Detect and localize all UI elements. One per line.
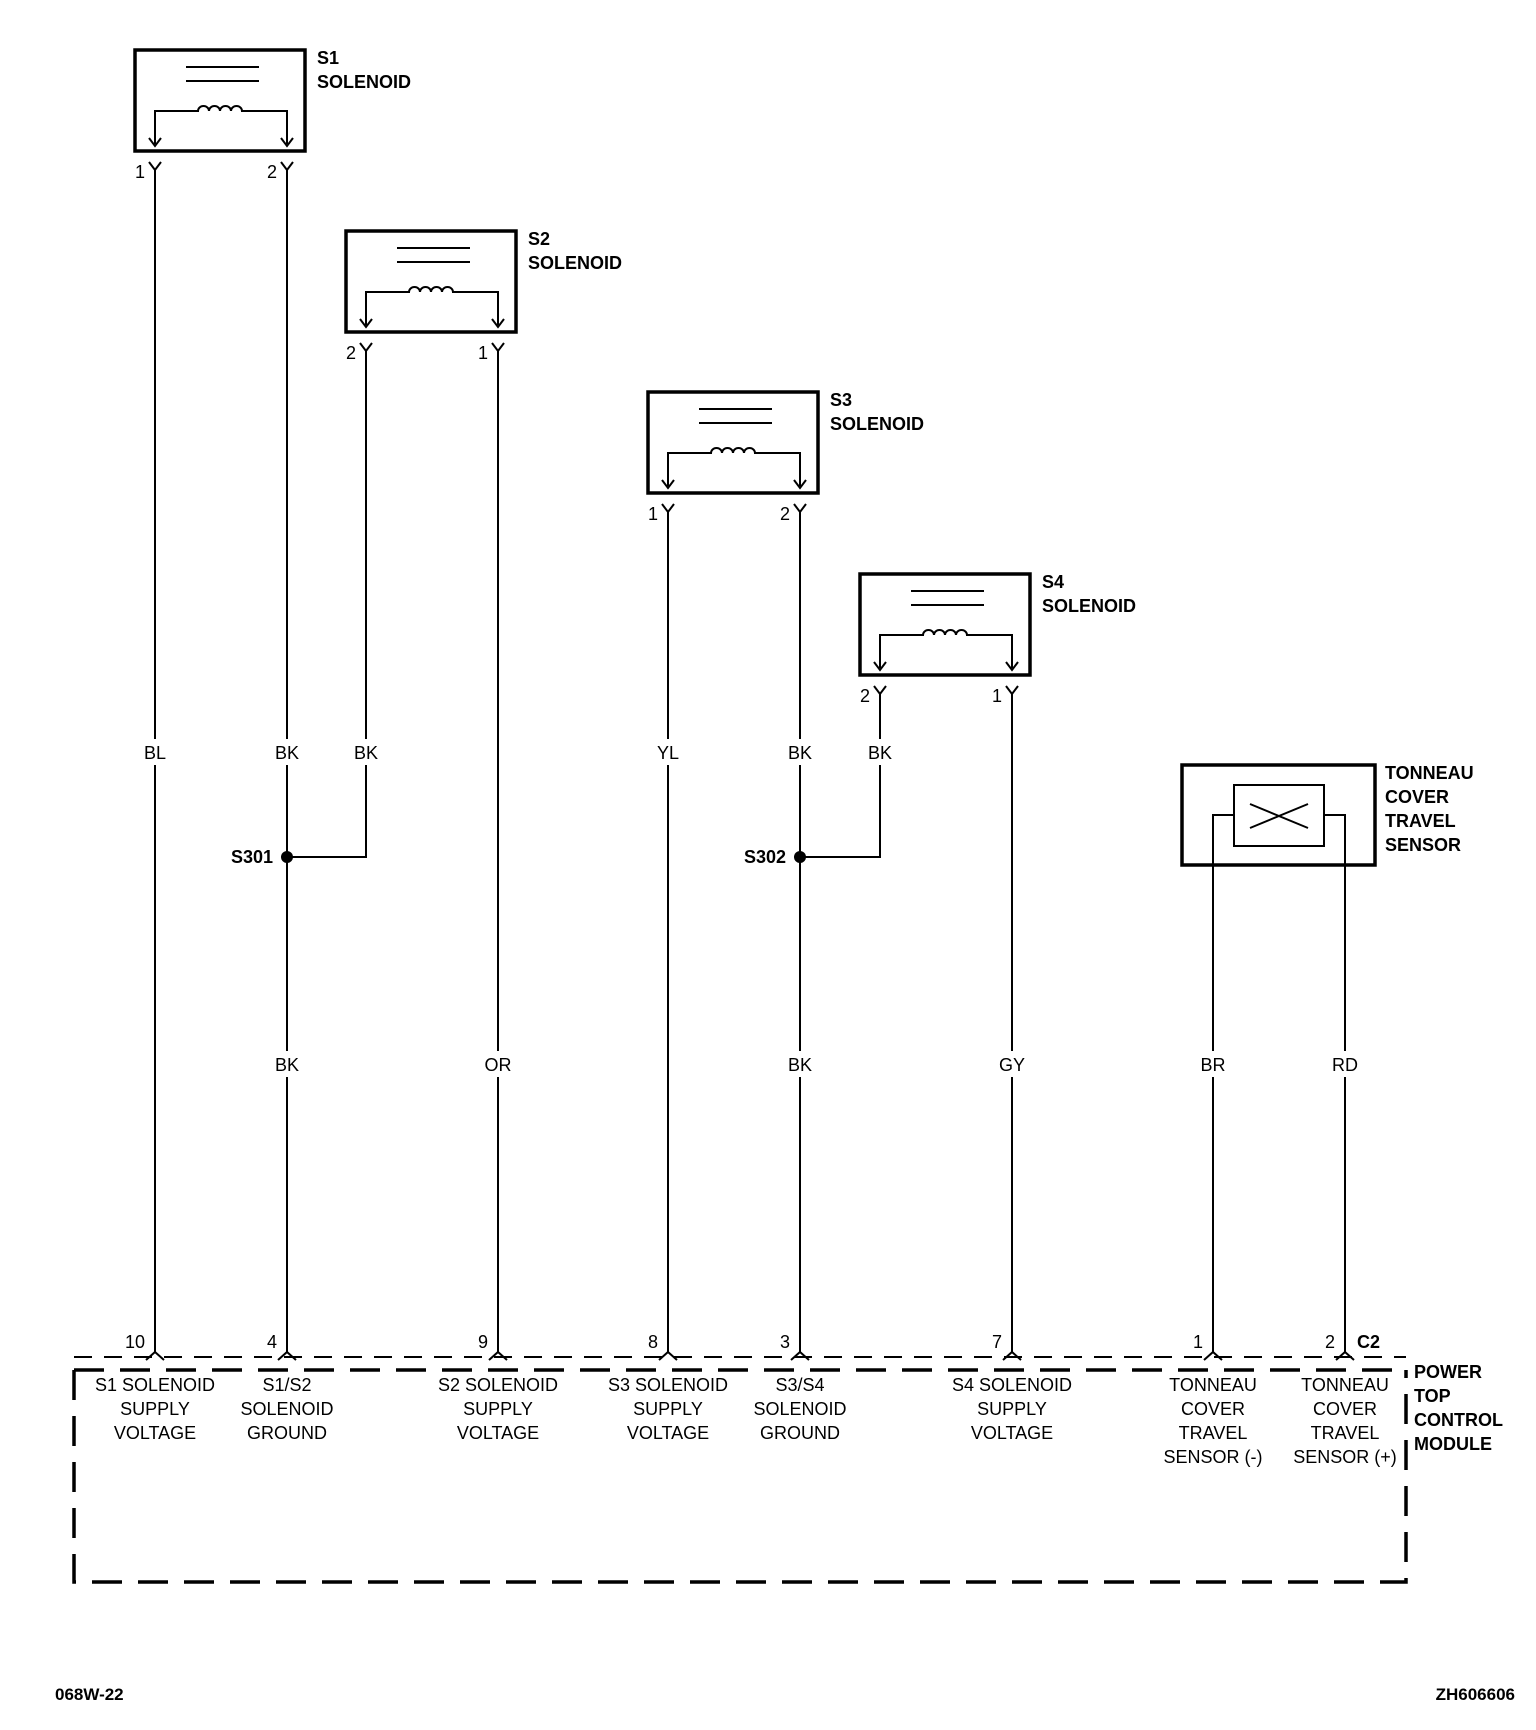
sensor-name-1: TONNEAU xyxy=(1385,763,1474,783)
wire-label-sensor-pos: RD xyxy=(1328,1051,1362,1077)
s2-pin-left: 2 xyxy=(346,343,356,363)
svg-text:BK: BK xyxy=(788,1055,812,1075)
wire-label-gnd12: BK xyxy=(270,1051,304,1077)
wire-color-labels: BL BK BK YL BK BK BK OR BK GY BR RD xyxy=(139,739,1362,1077)
wire-label-sensor-neg: BR xyxy=(1196,1051,1230,1077)
splice-s302-dot xyxy=(794,851,806,863)
wire-label-s3-pin2: BK xyxy=(783,739,817,765)
sensor-name-4: SENSOR xyxy=(1385,835,1461,855)
s1-pin-left: 1 xyxy=(135,162,145,182)
sensor-name-3: TRAVEL xyxy=(1385,811,1456,831)
s2-name-2: SOLENOID xyxy=(528,253,622,273)
wire-label-s4-pin1: GY xyxy=(994,1051,1030,1077)
svg-text:RD: RD xyxy=(1332,1055,1358,1075)
s2-pin-right: 1 xyxy=(478,343,488,363)
wire-label-s2-pin1: OR xyxy=(480,1051,516,1077)
svg-text:BK: BK xyxy=(275,1055,299,1075)
svg-text:BK: BK xyxy=(788,743,812,763)
s1-solenoid xyxy=(133,48,307,153)
s1-name-2: SOLENOID xyxy=(317,72,411,92)
wire-s2-pin2 xyxy=(287,351,367,858)
svg-text:BL: BL xyxy=(144,743,166,763)
svg-text:GY: GY xyxy=(999,1055,1025,1075)
wire-label-gnd34: BK xyxy=(783,1051,817,1077)
svg-text:BK: BK xyxy=(354,743,378,763)
s1-name-1: S1 xyxy=(317,48,339,68)
splice-s302-label: S302 xyxy=(744,847,786,867)
s4-name-1: S4 xyxy=(1042,572,1064,592)
wire-label-s2-pin2: BK xyxy=(349,739,383,765)
module-name-2: TOP xyxy=(1414,1386,1451,1406)
svg-text:BR: BR xyxy=(1200,1055,1225,1075)
s3-pin-left: 1 xyxy=(648,504,658,524)
wire-label-s4-pin2: BK xyxy=(863,739,897,765)
splice-s301-label: S301 xyxy=(231,847,273,867)
footer-left-code: 068W-22 xyxy=(55,1685,124,1704)
s4-name-2: SOLENOID xyxy=(1042,596,1136,616)
wire-label-s3-pin1: YL xyxy=(652,739,684,765)
connector-c2-label: C2 xyxy=(1357,1332,1380,1352)
s3-solenoid xyxy=(646,390,820,495)
module-pin-8: 8 xyxy=(648,1332,658,1352)
splice-s301-dot xyxy=(281,851,293,863)
svg-text:BK: BK xyxy=(275,743,299,763)
s3-pin-right: 2 xyxy=(780,504,790,524)
module-pin-3: 3 xyxy=(780,1332,790,1352)
tonneau-sensor xyxy=(1180,763,1377,1352)
svg-text:BK: BK xyxy=(868,743,892,763)
module-pin-7: 7 xyxy=(992,1332,1002,1352)
module-pin-2: 2 xyxy=(1325,1332,1335,1352)
module-name-1: POWER xyxy=(1414,1362,1482,1382)
footer-right-code: ZH606606 xyxy=(1436,1685,1515,1704)
s3-name-1: S3 xyxy=(830,390,852,410)
svg-text:OR: OR xyxy=(485,1055,512,1075)
module-name-3: CONTROL xyxy=(1414,1410,1503,1430)
wire-s4-pin2 xyxy=(800,694,881,858)
module-connector-caret-icon xyxy=(145,1350,1355,1361)
svg-text:YL: YL xyxy=(657,743,679,763)
module-pin-1: 1 xyxy=(1193,1332,1203,1352)
s2-solenoid xyxy=(344,229,518,334)
module-name-4: MODULE xyxy=(1414,1434,1492,1454)
s3-name-2: SOLENOID xyxy=(830,414,924,434)
module-pin-10: 10 xyxy=(125,1332,145,1352)
sensor-name-2: COVER xyxy=(1385,787,1449,807)
s2-name-1: S2 xyxy=(528,229,550,249)
s1-pin-right: 2 xyxy=(267,162,277,182)
module-pin-4: 4 xyxy=(267,1332,277,1352)
s4-solenoid xyxy=(858,572,1032,677)
module-pin-9: 9 xyxy=(478,1332,488,1352)
wire-label-s1-pin1: BL xyxy=(139,739,171,765)
wire-label-s1-pin2: BK xyxy=(270,739,304,765)
s4-pin-left: 2 xyxy=(860,686,870,706)
s4-pin-right: 1 xyxy=(992,686,1002,706)
module-outline xyxy=(72,1368,1408,1584)
